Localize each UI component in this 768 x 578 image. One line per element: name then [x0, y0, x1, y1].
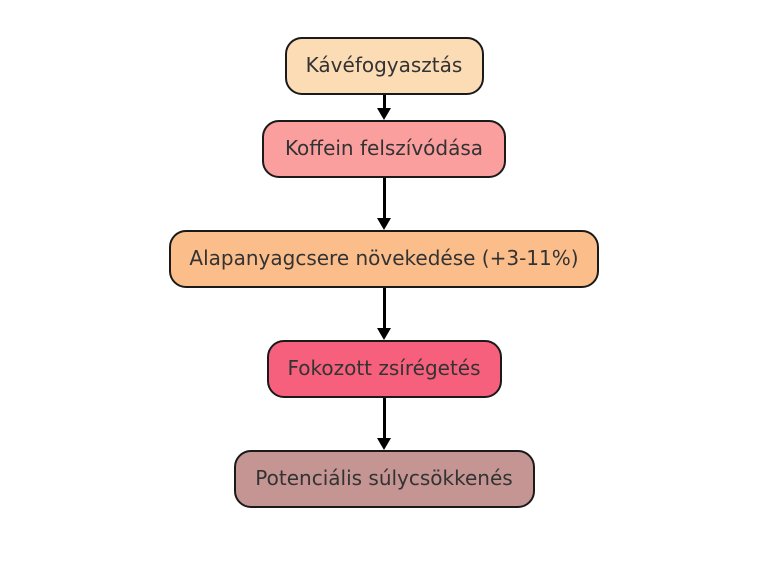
node-label: Fokozott zsírégetés — [287, 356, 481, 380]
node-fokozott-zsiregetes: Fokozott zsírégetés — [266, 340, 502, 398]
node-label: Alapanyagcsere növekedése (+3-11%) — [189, 246, 579, 270]
node-alapanyagcsere-novekedese: Alapanyagcsere növekedése (+3-11%) — [169, 230, 599, 288]
node-label: Kávéfogyasztás — [305, 53, 463, 77]
flow-arrow-4 — [376, 398, 392, 450]
arrow-down-icon — [377, 438, 391, 450]
node-label: Potenciális súlycsökkenés — [255, 466, 513, 490]
node-koffein-felszivodasa: Koffein felszívódása — [262, 120, 506, 178]
node-kavefogyasztas: Kávéfogyasztás — [284, 37, 484, 95]
arrow-down-icon — [377, 108, 391, 120]
arrow-down-icon — [377, 218, 391, 230]
arrow-line — [382, 95, 386, 108]
arrow-line — [382, 398, 386, 438]
node-potencialis-sulycsokkenes: Potenciális súlycsökkenés — [233, 450, 535, 508]
flow-arrow-3 — [376, 288, 392, 340]
arrow-line — [382, 288, 386, 328]
node-label: Koffein felszívódása — [284, 136, 484, 160]
flow-arrow-1 — [376, 95, 392, 120]
arrow-down-icon — [377, 328, 391, 340]
flow-arrow-2 — [376, 178, 392, 230]
arrow-line — [382, 178, 386, 218]
